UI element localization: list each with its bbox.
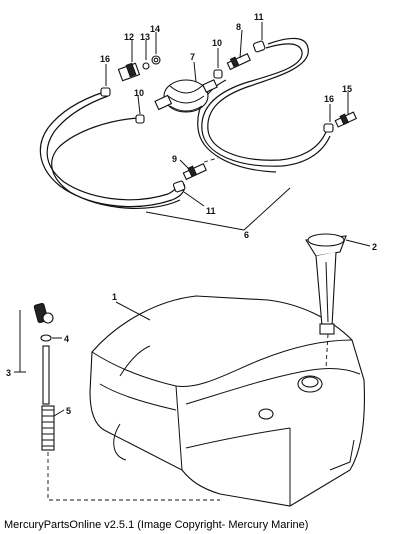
fuel-gauge	[305, 233, 347, 335]
fuel-tank	[89, 295, 366, 507]
callout-2: 2	[372, 242, 377, 252]
callout-4: 4	[64, 334, 69, 344]
fitting-8	[226, 52, 251, 71]
fitting-15	[334, 111, 358, 128]
hose-clamp-16-top	[100, 87, 111, 97]
callout-12: 12	[124, 32, 134, 42]
callout-14: 14	[150, 24, 160, 34]
hose-clamp-10-mid	[135, 114, 145, 124]
callout-16-right: 16	[324, 94, 334, 104]
callout-10-top: 10	[212, 38, 222, 48]
hose-clamp-11-top	[252, 40, 266, 53]
callout-13: 13	[140, 32, 150, 42]
callout-9: 9	[172, 154, 177, 164]
callout-3: 3	[6, 368, 11, 378]
callout-11-top: 11	[254, 12, 264, 22]
fitting-9	[182, 162, 207, 181]
callout-7: 7	[190, 52, 195, 62]
callout-5: 5	[66, 406, 71, 416]
fuel-hose	[39, 37, 331, 209]
fuel-connector-12	[117, 55, 161, 82]
callout-1: 1	[112, 292, 117, 302]
callout-15: 15	[342, 84, 352, 94]
callout-6: 6	[244, 230, 249, 240]
hose-clamp-11-low	[172, 180, 186, 193]
primer-bulb	[154, 79, 218, 113]
leader-lines	[14, 22, 371, 417]
callout-16-top: 16	[100, 54, 110, 64]
hose-clamp-10-top	[213, 69, 223, 79]
hose-clamp-16-right	[323, 123, 334, 133]
image-caption: MercuryPartsOnline v2.5.1 (Image Copyrig…	[4, 519, 309, 531]
callout-8: 8	[236, 22, 241, 32]
callout-11-low: 11	[206, 206, 216, 216]
fuel-pickup	[33, 302, 55, 451]
callout-10-mid: 10	[134, 88, 144, 98]
